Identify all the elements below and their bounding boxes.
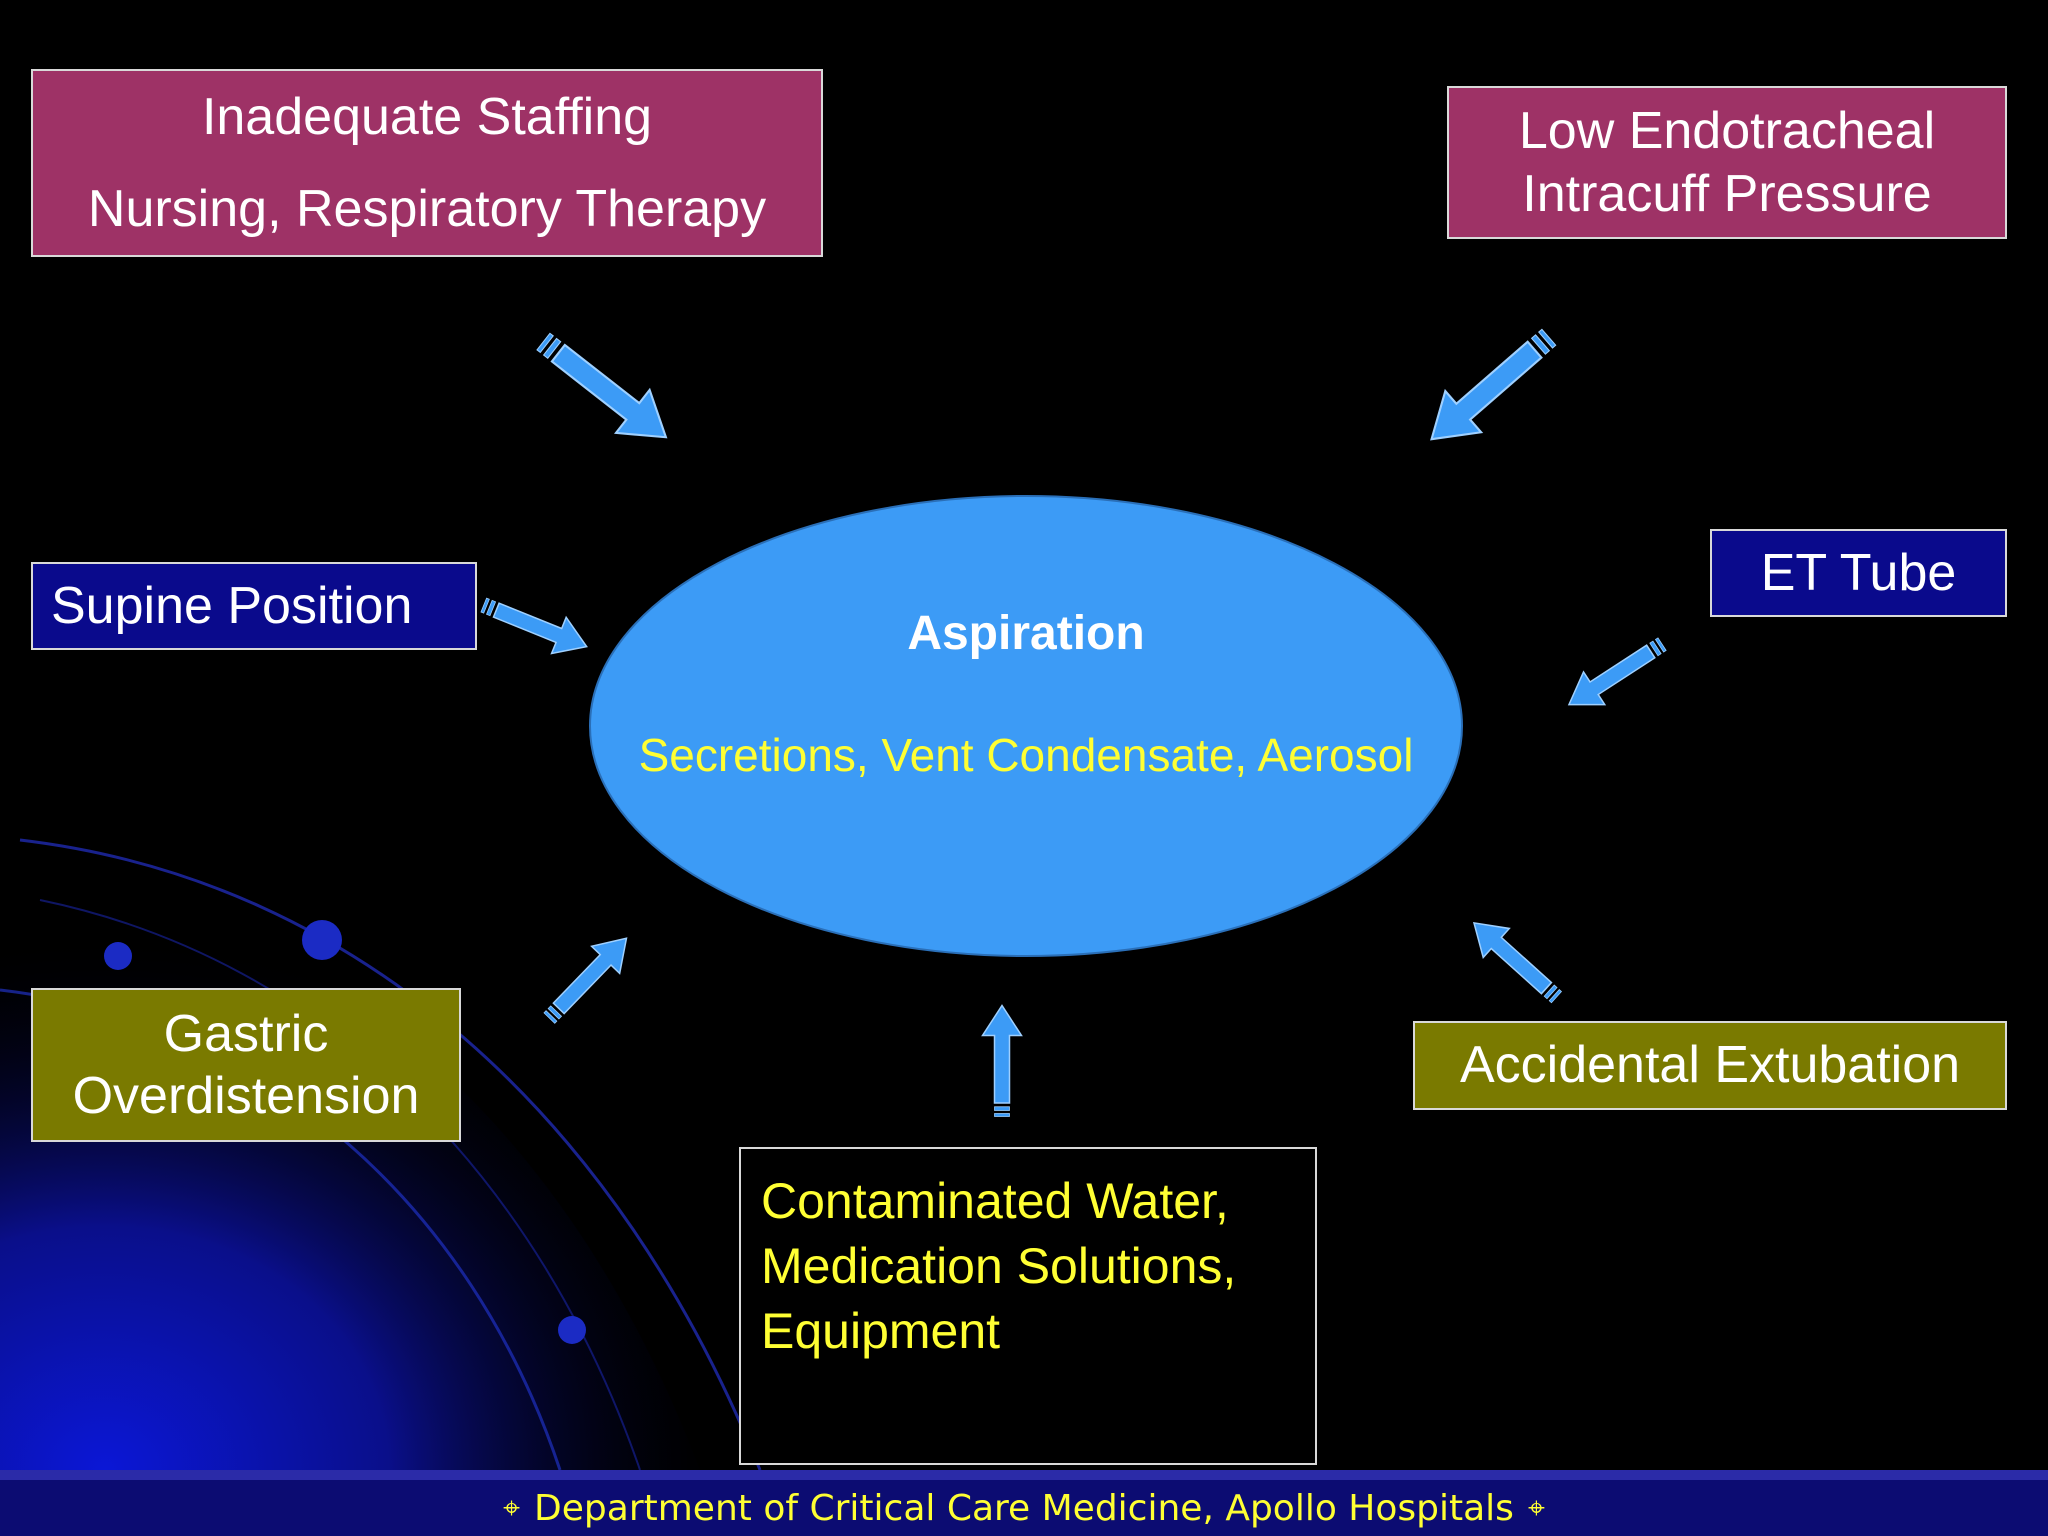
staffing-line2: Nursing, Respiratory Therapy (87, 180, 767, 238)
footer-band: ⌖ Department of Critical Care Medicine, … (0, 1470, 2048, 1536)
staffing-line1: Inadequate Staffing (201, 87, 653, 146)
arrow-et-tube (1557, 627, 1674, 722)
arrow-staffing (525, 319, 684, 460)
contaminated-line1: Contaminated Water, (761, 1173, 1229, 1229)
contaminated-line3: Equipment (761, 1303, 1001, 1359)
aspiration-title: Aspiration (907, 607, 1145, 660)
footer-ornament-left: ⌖ (503, 1490, 521, 1526)
box-supine-position: Supine Position (31, 562, 477, 650)
box-accidental-extubation: Accidental Extubation (1413, 1021, 2007, 1110)
box-low-intracuff-pressure: Low Endotracheal Intracuff Pressure (1447, 86, 2007, 239)
footer-text: Department of Critical Care Medicine, Ap… (534, 1487, 1514, 1529)
aspiration-ellipse (589, 495, 1463, 957)
gastric-line2: Overdistension (72, 1067, 420, 1125)
extubation-label: Accidental Extubation (1459, 1036, 1961, 1095)
arrow-supine (475, 586, 595, 666)
arrow-cuff (1412, 315, 1568, 461)
cuff-line2: Intracuff Pressure (1522, 164, 1932, 223)
arrow-extubation (1460, 907, 1571, 1013)
cuff-line1: Low Endotracheal (1518, 102, 1936, 161)
arrow-gastric (534, 923, 642, 1033)
supine-label: Supine Position (51, 576, 413, 635)
box-et-tube: ET Tube (1710, 529, 2007, 617)
arrow-contaminated (981, 1004, 1023, 1118)
box-gastric-overdistension: Gastric Overdistension (31, 988, 461, 1142)
box-contaminated-water: Contaminated Water, Medication Solutions… (739, 1147, 1317, 1465)
footer-ornament-right: ⌖ (1527, 1490, 1545, 1526)
aspiration-subtitle: Secretions, Vent Condensate, Aerosol (638, 729, 1414, 781)
et-tube-label: ET Tube (1760, 543, 1957, 602)
box-inadequate-staffing: Inadequate Staffing Nursing, Respiratory… (31, 69, 823, 257)
contaminated-line2: Medication Solutions, (761, 1238, 1237, 1294)
gastric-line1: Gastric (163, 1004, 329, 1063)
